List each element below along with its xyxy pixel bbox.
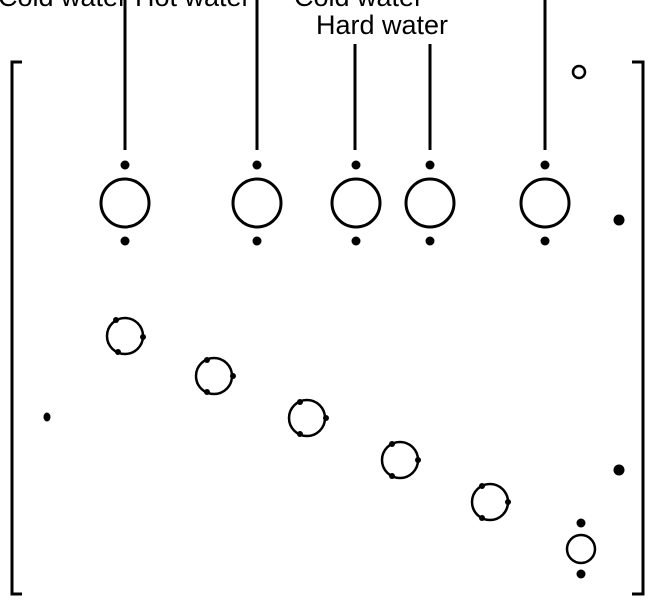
- dot-above-3: [351, 160, 361, 170]
- diag-dot-5c: [479, 515, 485, 521]
- dot-right-upper: [613, 214, 625, 226]
- dot-below-6: [576, 569, 586, 579]
- diag-dot-3c: [297, 431, 303, 437]
- diag-dot-4c: [389, 473, 395, 479]
- dot-below-2: [252, 236, 262, 246]
- diagonal-circle-1: [105, 316, 145, 356]
- diagonal-circle-6: [565, 533, 597, 565]
- diag-dot-5a: [479, 483, 485, 489]
- right-bracket: [632, 60, 645, 596]
- label-hard-water: Hard water: [316, 10, 448, 40]
- diagonal-circle-2: [194, 356, 234, 396]
- top-circle-5: [519, 177, 571, 229]
- label-cold-water-left: Cold water: [0, 0, 127, 12]
- diagonal-circle-5: [470, 482, 510, 522]
- diag-dot-4b: [415, 457, 421, 463]
- top-circle-3: [330, 177, 382, 229]
- small-open-circle: [571, 64, 587, 80]
- dot-below-1: [120, 236, 130, 246]
- diag-dot-2b: [230, 373, 236, 379]
- dot-above-6: [576, 518, 586, 528]
- dot-below-5: [540, 236, 550, 246]
- dot-above-1: [120, 160, 130, 170]
- top-circle-2: [231, 177, 283, 229]
- diag-dot-3a: [297, 399, 303, 405]
- diag-dot-2a: [204, 357, 210, 363]
- dot-right-lower: [613, 464, 625, 476]
- diag-dot-1b: [140, 334, 146, 340]
- diag-dot-2c: [204, 389, 210, 395]
- dot-below-4: [425, 236, 435, 246]
- dot-left: [43, 412, 51, 422]
- label-cold-water-right: Cold water: [294, 0, 423, 12]
- diagonal-circle-4: [380, 440, 420, 480]
- dot-below-3: [351, 236, 361, 246]
- label-hot-water: Hot water: [135, 0, 251, 12]
- diag-dot-4a: [389, 441, 395, 447]
- diagonal-circle-3: [287, 398, 327, 438]
- top-circle-4: [404, 177, 456, 229]
- diag-dot-5b: [505, 499, 511, 505]
- diag-dot-1a: [113, 317, 119, 323]
- dot-above-2: [252, 160, 262, 170]
- dot-above-4: [425, 160, 435, 170]
- left-bracket: [10, 60, 22, 596]
- top-circle-1: [99, 177, 151, 229]
- dot-above-5: [540, 160, 550, 170]
- diag-dot-3b: [323, 415, 329, 421]
- diag-dot-1c: [115, 349, 121, 355]
